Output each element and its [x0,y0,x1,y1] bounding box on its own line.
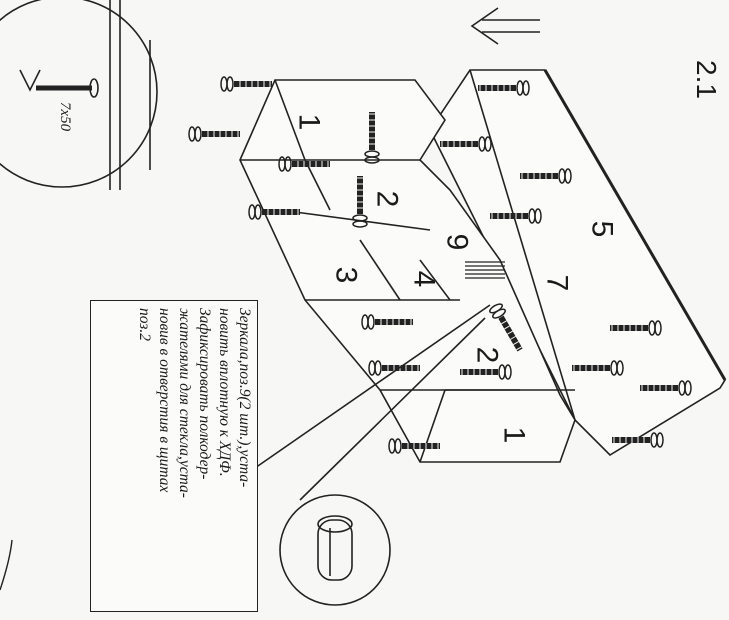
part-label-1-bottom: 1 [497,426,531,444]
part-label-7: 7 [540,274,574,292]
part-label-1-top: 1 [292,113,326,131]
cabinet-frame [239,79,576,463]
shelf-holder-callout [254,304,491,606]
screw [189,127,240,141]
part-label-5: 5 [585,220,619,238]
step-number: 2.1 [691,60,722,99]
part-label-4: 4 [407,270,441,288]
screw [221,77,272,91]
cropped-detail-outline [0,539,13,591]
screw-detail-callout [0,0,158,190]
part-5-back-panel [429,69,727,457]
part-label-3: 3 [329,266,363,284]
direction-arrow-icon [470,7,540,45]
part-label-2-top: 2 [370,190,404,208]
part-label-9: 9 [440,233,474,251]
note-frame [90,300,258,612]
screw-spec-label: 7x50 [57,101,74,132]
note-text: Зеркала,поз.9(2 шт.),уста- новить вплотн… [136,308,253,498]
part-9-glass-shelf [465,261,505,279]
assembly-note: Зеркала,поз.9(2 шт.),уста- новить вплотн… [90,300,258,612]
part-label-2-bottom: 2 [470,346,504,364]
